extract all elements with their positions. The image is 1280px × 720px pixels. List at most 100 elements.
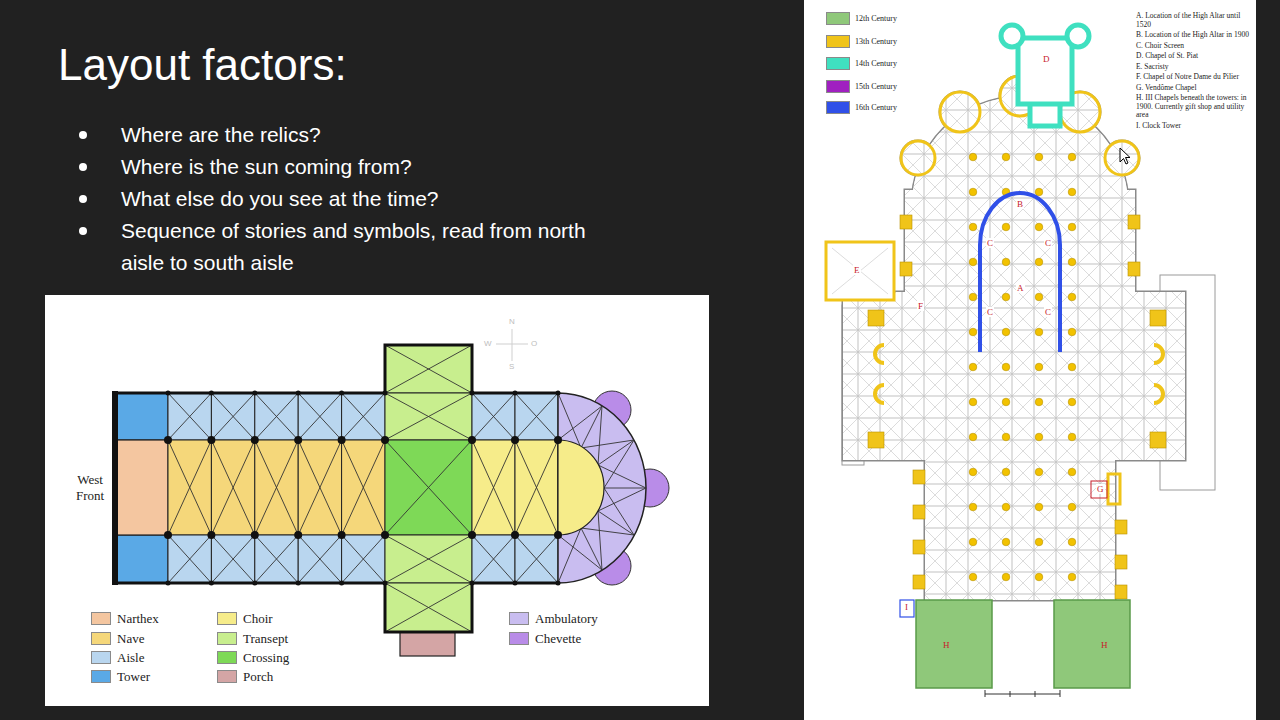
plan-detail [1128,262,1140,276]
key-entry: G. Vendôme Chapel [1136,84,1252,93]
pier [338,531,346,539]
legend-swatch [217,651,237,664]
key-entry: F. Chapel of Notre Dame du Pilier [1136,73,1252,82]
bay-fill [211,440,254,535]
pier [554,531,562,539]
plan-detail [1067,25,1089,47]
pier [383,581,388,586]
legend-text: 12th Century [855,10,897,27]
vault-rib [385,393,472,440]
plan-detail [1060,690,1061,697]
vault-rib [211,440,254,535]
plan-detail [900,215,912,229]
plan-letter: C [1044,307,1052,317]
compass-letter: N [509,317,515,327]
pier [381,436,389,444]
vault-bay [385,393,472,440]
legend-row: Ambulatory [509,610,598,627]
pier [207,531,215,539]
vault-bay [515,535,558,583]
legend-swatch [217,612,237,625]
bay-fill [515,535,558,583]
vault-bay [255,393,298,440]
plan-letter: C [1044,238,1052,248]
bay-fill [385,393,472,440]
pier [252,391,257,396]
plan-detail [985,690,986,697]
narthex [115,440,168,535]
vault-bay [255,535,298,583]
piers [945,150,1095,600]
pier [556,581,561,586]
vault-rib [211,393,254,440]
sacristy [826,242,894,300]
plan-detail [913,470,925,484]
legend-text: Tower [117,668,150,685]
vault-bay [211,535,254,583]
plan-letter: E [853,265,861,275]
legend-text: Nave [117,630,144,647]
buttresses [868,215,1166,599]
plan-detail [1154,385,1163,403]
vault-bay [472,535,515,583]
bay-fill [168,535,211,583]
plan-detail [1010,691,1011,697]
plan-detail [901,141,935,175]
legend-text: 14th Century [855,55,897,72]
bay-fill [515,393,558,440]
vault-rib [298,393,341,440]
vault-rib [515,535,558,583]
vault-bay [342,393,385,440]
compass-letter: S [509,362,514,372]
vault-rib [298,535,341,583]
vault-bay [211,440,254,535]
legend-text: Crossing [243,649,289,666]
vault-bay [515,440,558,535]
bay-fill [255,440,298,535]
legend-text: Porch [243,668,273,685]
plan-detail [868,310,884,326]
pier [468,531,476,539]
legend-row: Nave [91,630,144,647]
plan-letter: C [986,307,994,317]
vault-rib [168,440,211,535]
plan-detail [940,92,980,132]
sacristy-vault [832,248,888,294]
pier [251,436,259,444]
plan-detail [913,575,925,589]
plan-letter: C [986,238,994,248]
clock-tower-marker [900,600,914,617]
bay-fill [298,440,341,535]
vault-bay [168,440,211,535]
pier [294,531,302,539]
plan-detail [79,131,87,139]
plan-detail [496,344,528,345]
vault-rib [385,440,472,535]
plan-detail [79,195,87,203]
mouse-cursor [1120,148,1130,164]
pier [166,391,171,396]
bullet-dots [79,131,87,235]
legend-swatch [826,57,850,70]
bay-fill [255,535,298,583]
key-entry: C. Choir Screen [1136,42,1252,51]
plan-detail [1115,555,1127,569]
plan-detail [1035,691,1036,697]
compass-letter: O [531,339,537,349]
vault-rib [515,440,558,535]
compass [496,329,528,361]
bullet-text: Where are the relics? [121,119,681,151]
legend-swatch [91,612,111,625]
plan-letter: I [904,602,909,612]
plan-letter: G [1096,484,1105,494]
vault-rib [385,535,472,583]
vault-rib [211,535,254,583]
plan-letter: H [942,640,951,650]
legend-text: Aisle [117,649,144,666]
plan-detail [1105,141,1139,175]
pier [252,581,257,586]
legend-row: Aisle [91,649,144,666]
legend-swatch [91,670,111,683]
plan-detail [916,600,992,688]
legend-row: Choir [217,610,273,627]
